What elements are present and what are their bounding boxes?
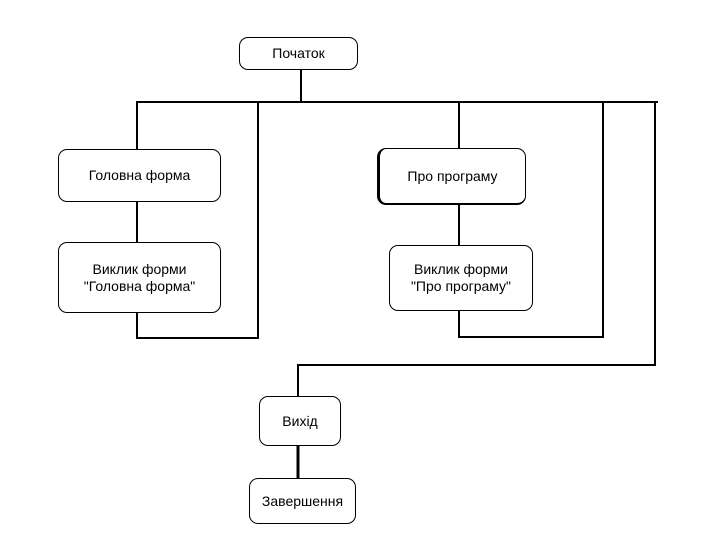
node-exit: Вихід — [259, 396, 341, 446]
node-finish: Завершення — [249, 478, 356, 524]
node-main-form: Головна форма — [58, 149, 221, 202]
node-call-main-form: Виклик форми "Головна форма" — [58, 242, 221, 313]
node-start: Початок — [239, 37, 358, 70]
node-about: Про програму — [377, 148, 526, 205]
node-call-about: Виклик форми "Про програму" — [389, 245, 533, 311]
